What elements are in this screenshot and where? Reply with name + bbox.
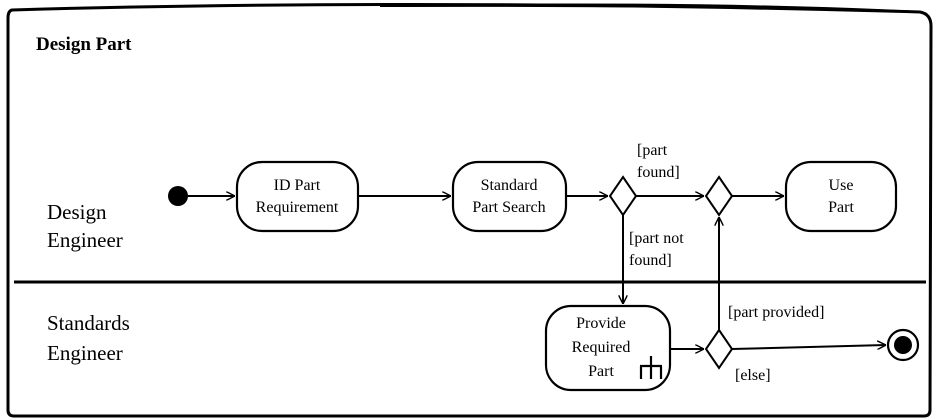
action-provide-required-part-line2: Required bbox=[572, 339, 631, 356]
frame-top-edge bbox=[380, 3, 922, 12]
initial-node-icon bbox=[168, 186, 188, 206]
action-provide-required-part-line1: Provide bbox=[576, 315, 626, 332]
action-id-part-requirement-line2: Requirement bbox=[256, 199, 339, 216]
action-standard-part-search bbox=[451, 160, 568, 233]
swimlane-standards-engineer-line1: Standards bbox=[47, 311, 130, 335]
diagram-title: Design Part bbox=[36, 34, 132, 55]
action-provide-required-part-line3: Part bbox=[588, 363, 614, 380]
guard-else: [else] bbox=[735, 367, 771, 384]
guard-part-provided: [part provided] bbox=[728, 304, 824, 321]
decision-part-found bbox=[608, 175, 638, 217]
action-id-part-requirement bbox=[235, 160, 360, 233]
action-use-part-line2: Part bbox=[828, 199, 854, 216]
swimlane-design-engineer-line2: Engineer bbox=[47, 228, 123, 252]
decision-part-provided bbox=[704, 328, 734, 370]
guard-part-not-found-line2: found] bbox=[629, 252, 672, 269]
activity-frame bbox=[6, 2, 933, 418]
swimlane-standards-engineer-line2: Engineer bbox=[47, 341, 123, 365]
guard-part-found-line2: found] bbox=[637, 164, 680, 181]
action-use-part-line1: Use bbox=[829, 177, 854, 194]
action-use-part bbox=[784, 160, 898, 233]
action-standard-part-search-line1: Standard bbox=[481, 177, 538, 194]
guard-part-found-line1: [part bbox=[637, 142, 668, 159]
merge-node bbox=[704, 175, 734, 217]
swimlane-design-engineer-line1: Design bbox=[47, 200, 107, 224]
flow-else-to-final bbox=[731, 345, 886, 350]
action-standard-part-search-line2: Part Search bbox=[472, 199, 545, 216]
rake-icon bbox=[639, 356, 663, 379]
guard-part-not-found-line1: [part not bbox=[629, 230, 684, 247]
final-node-icon bbox=[886, 328, 920, 362]
action-id-part-requirement-line1: ID Part bbox=[274, 177, 321, 194]
